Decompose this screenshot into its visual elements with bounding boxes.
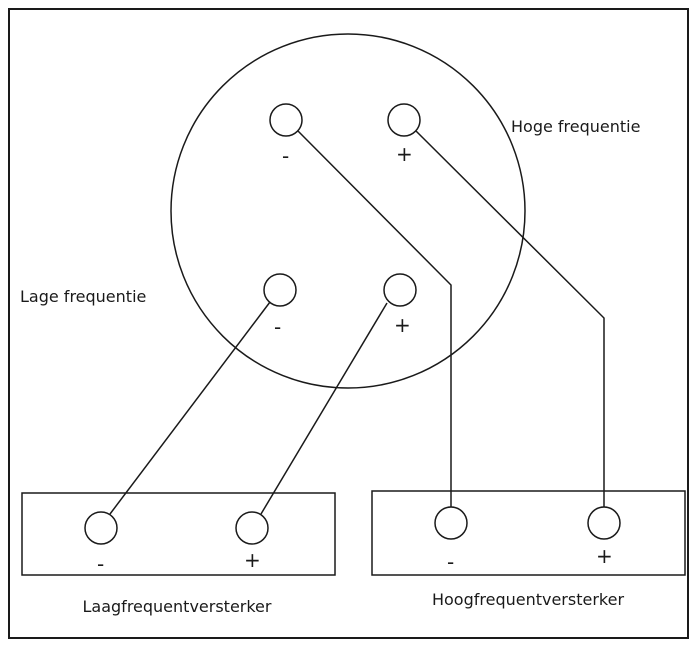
speaker-high-minus-sign: -: [282, 144, 289, 168]
wire-low-plus: [260, 302, 388, 515]
low-amp-plus-terminal: [235, 511, 269, 545]
low-amp-minus-sign: -: [97, 552, 104, 576]
low-amplifier-label: Laagfrequentversterker: [83, 597, 272, 616]
wire-high-minus: [297, 130, 452, 507]
speaker-high-plus-terminal: [387, 103, 421, 137]
speaker-high-minus-terminal: [269, 103, 303, 137]
low-amplifier-box: [21, 492, 336, 576]
speaker-low-minus-terminal: [263, 273, 297, 307]
high-amplifier-box: [371, 490, 686, 576]
high-amp-minus-sign: -: [447, 550, 454, 574]
speaker-low-minus-sign: -: [274, 315, 281, 339]
wire-high-plus: [415, 130, 605, 507]
high-amplifier-label: Hoogfrequentversterker: [432, 590, 624, 609]
high-amp-minus-terminal: [434, 506, 468, 540]
speaker-low-plus-sign: +: [394, 313, 411, 337]
speaker-circle: [170, 33, 526, 389]
speaker-low-plus-terminal: [383, 273, 417, 307]
high-frequency-label: Hoge frequentie: [511, 117, 640, 136]
low-frequency-label: Lage frequentie: [20, 287, 146, 306]
wire-low-minus: [109, 301, 271, 515]
outer-frame: [8, 8, 689, 639]
speaker-high-plus-sign: +: [396, 142, 413, 166]
low-amp-minus-terminal: [84, 511, 118, 545]
low-amp-plus-sign: +: [244, 548, 261, 572]
high-amp-plus-terminal: [587, 506, 621, 540]
high-amp-plus-sign: +: [596, 544, 613, 568]
